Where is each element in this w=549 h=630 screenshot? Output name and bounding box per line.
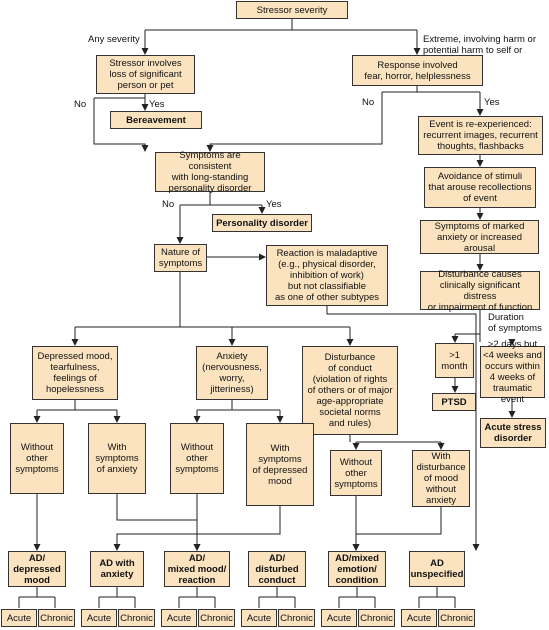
gt2days-node: >2 days but <4 weeks and occurs within 4… — [480, 339, 545, 405]
conduct-without-other-node: Without other symptoms — [330, 450, 382, 496]
yes-label-consistent: Yes — [266, 199, 282, 210]
depressed-mood-node: Depressed mood, tearfulness, feelings of… — [32, 346, 118, 400]
chronic-node-4: Chronic — [278, 609, 315, 627]
acute-node-1: Acute — [1, 609, 37, 627]
acute-node-3: Acute — [161, 609, 197, 627]
ptsd-node: PTSD — [432, 393, 476, 411]
yes-label-loss: Yes — [149, 99, 165, 110]
stressor-severity-node: Stressor severity — [236, 1, 348, 19]
acute-node-2: Acute — [81, 609, 117, 627]
ad-depressed-mood-node: AD/ depressed mood — [8, 551, 66, 587]
marked-anxiety-node: Symptoms of marked anxiety or increased … — [420, 220, 539, 254]
acute-stress-disorder-node: Acute stress disorder — [480, 418, 546, 448]
no-label-response: No — [362, 97, 375, 108]
chronic-node-6: Chronic — [438, 609, 475, 627]
chronic-node-2: Chronic — [118, 609, 155, 627]
acute-node-4: Acute — [241, 609, 277, 627]
acute-node-5: Acute — [321, 609, 357, 627]
depressed-without-other-node: Without other symptoms — [10, 423, 64, 494]
gt1month-node: >1 month — [435, 343, 474, 378]
bereavement-node: Bereavement — [110, 111, 202, 129]
ad-unspecified-node: AD unspecified — [409, 551, 465, 587]
disturbance-distress-node: Disturbance causes clinically significan… — [420, 269, 540, 313]
anxiety-without-other-node: Without other symptoms — [170, 423, 224, 494]
anxiety-with-depressed-node: With symptoms of depressed mood — [246, 423, 314, 506]
depressed-with-anxiety-node: With symptoms of anxiety — [88, 423, 146, 494]
anxiety-node: Anxiety (nervousness, worry, jitteriness… — [196, 346, 268, 400]
any-severity-label: Any severity — [88, 34, 140, 45]
maladaptive-reaction-node: Reaction is maladaptive (e.g., physical … — [266, 245, 388, 306]
yes-label-response: Yes — [484, 97, 500, 108]
personality-disorder-node: Personality disorder — [212, 214, 312, 232]
fear-response-node: Response involved fear, horror, helpless… — [352, 55, 483, 86]
reexperienced-node: Event is re-experienced: recurrent image… — [418, 116, 543, 155]
chronic-node-1: Chronic — [38, 609, 75, 627]
duration-label: Duration of symptoms — [488, 312, 542, 334]
personality-consistent-node: Symptoms are consistent with long-standi… — [155, 150, 265, 194]
no-label-loss: No — [74, 99, 87, 110]
no-label-consistent: No — [162, 199, 175, 210]
acute-node-6: Acute — [401, 609, 437, 627]
chronic-node-5: Chronic — [358, 609, 395, 627]
ad-mixed-mood-reaction-node: AD/ mixed mood/ reaction — [164, 551, 230, 587]
loss-node: Stressor involves loss of significant pe… — [96, 55, 195, 94]
ad-with-anxiety-node: AD with anxiety — [90, 551, 144, 587]
avoidance-node: Avoidance of stimuli that arouse recolle… — [424, 167, 536, 208]
nature-of-symptoms-node: Nature of symptoms — [154, 244, 207, 272]
ad-mixed-emotion-condition-node: AD/mixed emotion/ condition — [328, 551, 386, 587]
conduct-with-mood-node: With disturbance of mood without anxiety — [412, 450, 470, 507]
ad-disturbed-conduct-node: AD/ disturbed conduct — [248, 551, 306, 587]
chronic-node-3: Chronic — [198, 609, 235, 627]
conduct-node: Disturbance of conduct (violation of rig… — [302, 346, 398, 435]
